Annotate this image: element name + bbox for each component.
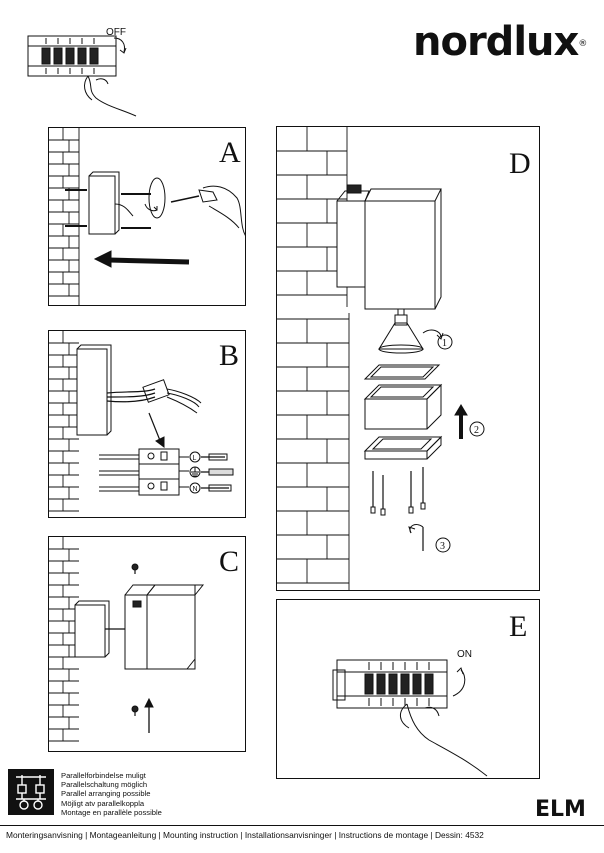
parallel-info-line: Parallel arranging possible [61,789,151,799]
panel-e-letter: E [509,610,528,643]
switch-off-illustration: OFF [18,28,158,118]
trademark-symbol: ® [578,39,587,49]
product-name: ELM [535,797,586,822]
panel-e-drawing [332,659,488,777]
step-2-label: 2 [474,425,479,436]
panel-e: E ON [276,599,540,779]
step-3-label: 3 [440,541,445,552]
parallel-info-text: Parallelforbindelse muligt Parallelschal… [61,771,162,817]
parallel-info-line: Möjligt atv parallelkoppla [61,798,145,808]
parallel-wiring-icon [16,775,46,810]
brand-name: nordlux [413,19,579,65]
parallel-connection-icon [8,769,54,815]
panel-c-drawing [49,537,205,742]
panel-a-letter: A [219,136,241,169]
footer-text: Monteringsanvisning | Montageanleitung |… [6,830,484,840]
panel-b-letter: B [219,339,240,372]
terminal-n-label: N [193,486,198,493]
panel-d-drawing: 1 2 3 [277,127,485,590]
panel-b: L N B [48,330,246,518]
panel-b-drawing: L N [49,331,234,512]
panel-a: A [48,127,246,306]
panel-c: C [48,536,246,752]
on-label: ON [457,649,472,660]
footer-divider [0,825,604,826]
off-label: OFF [106,27,126,38]
parallel-info-line: Parallelschaltung möglich [61,780,148,790]
panel-d-letter: D [509,147,531,180]
panel-d: 1 2 3 D [276,126,540,591]
panel-a-drawing [49,128,245,305]
step-1-label: 1 [442,338,447,349]
brand-logo: nordlux® [413,19,587,65]
fuse-box-off-drawing [27,35,137,117]
panel-c-letter: C [219,545,240,578]
terminal-l-label: L [193,455,197,462]
parallel-info-line: Parallelforbindelse muligt [61,771,146,780]
parallel-info-line: Montage en parallèle possible [61,807,162,817]
